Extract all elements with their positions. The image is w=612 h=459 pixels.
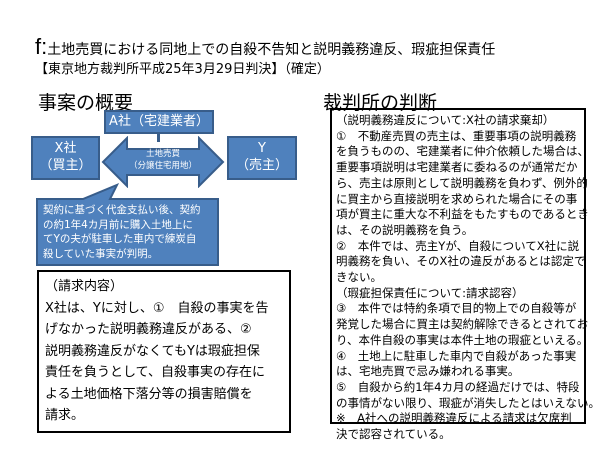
claim-line: 請求。	[45, 408, 85, 423]
judgment-line: は、その説明義務を負う。	[336, 222, 474, 237]
judgment-line: は、宅地売買で忌み嫌われる事実。	[336, 364, 520, 379]
y-party-box: Y （売主）	[227, 136, 297, 180]
claim-line: 説明義務違反がなくてもYは瑕疵担保	[45, 343, 260, 359]
callout-text: 契約に基づく代金支払い後、契約 の約1年4カ月前に購入土地上に てYの夫が駐車し…	[43, 203, 201, 261]
y-party-name: Y	[258, 141, 266, 156]
judgment-box: （説明義務違反について:X社の請求棄却） ① 不動産売買の売主は、重要事項の説明…	[330, 108, 601, 441]
judgment-line: （説明義務違反について:X社の請求棄却）	[336, 113, 555, 127]
x-company-box: X社 （買主）	[31, 136, 100, 180]
judgment-line: り、本件自殺の事実は本件土地の瑕疵といえる。	[336, 332, 589, 347]
callout-line: てYの夫が駐車した車内で練炭自	[43, 233, 197, 245]
a-company-box: A社（宅建業者）	[104, 110, 214, 134]
arrow-label-line: 土地売買	[145, 149, 180, 159]
x-company-name: X社	[54, 141, 77, 156]
judgment-line: ③ 本件では特約条項で目的物上での自殺等が	[336, 301, 577, 316]
judgment-line: ④ 土地上に駐車した車内で自殺があった事実	[336, 348, 577, 363]
subtitle: 【東京地方裁判所平成25年3月29日判決】（確定）	[35, 62, 330, 77]
judgment-line: 決で認容されている。	[336, 427, 451, 442]
callout-shape	[36, 183, 219, 266]
callout-line: 契約に基づく代金支払い後、契約	[43, 204, 201, 216]
callout-line: の約1年4カ月前に購入土地上に	[43, 218, 193, 231]
judgment-line: の事情がない限り、瑕疵が消失したとはいえない。	[336, 395, 601, 410]
judgment-line: 重要事項説明は宅建業者に委ねるのが通常だか	[336, 160, 578, 175]
judgment-line: ⑤ 自殺から約1年4カ月の経過だけでは、特段	[336, 379, 580, 394]
slide-title: f:土地売買における同地上での自殺不告知と説明義務違反、瑕疵担保責任	[35, 34, 495, 60]
judgment-line: 明義務を負い、そのX社の違反があるとは認定で	[336, 254, 586, 269]
x-company-role: （買主）	[39, 158, 92, 173]
arrow-label: 土地売買 （分譲住宅用地）	[110, 150, 216, 170]
judgment-line: 発覚した場合に買主は契約解除できるとされてお	[336, 317, 589, 332]
judgment-line: ① 不動産売買の売主は、重要事項の説明義務	[336, 128, 577, 143]
connector-line	[157, 132, 160, 142]
judgment-line: （瑕疵担保責任について:請求認容）	[336, 285, 524, 300]
title-text: 土地売買における同地上での自殺不告知と説明義務違反、瑕疵担保責任	[47, 42, 496, 58]
claim-box: （請求内容） X社は、Yに対し、① 自殺の事実を告 げなかった説明義務違反がある…	[37, 270, 291, 433]
judgment-line: きない。	[336, 270, 382, 285]
judgment-line: 項が買主に重大な不利益をもたすものであるとき	[336, 207, 589, 222]
title-prefix: f:	[35, 34, 48, 59]
judgment-line: ら、売主は原則として説明義務を負わず、例外的	[336, 175, 588, 190]
left-heading: 事案の概要	[38, 92, 134, 114]
judgment-line: ② 本件では、売主Yが、自殺についてX社に説	[336, 238, 580, 253]
claim-line: 責任を負うとして、自殺事実の存在に	[45, 365, 265, 380]
arrow-label-line: （分譲住宅用地）	[128, 160, 197, 171]
judgment-line: ※ A社への説明義務違反による請求は欠席判	[336, 411, 572, 426]
judgment-line: を負うものの、宅建業者に仲介依頼した場合は、	[336, 144, 589, 159]
claim-line: （請求内容）	[45, 279, 124, 294]
claim-line: X社は、Yに対し、① 自殺の事実を告	[45, 300, 269, 316]
judgment-line: に買主から直接説明を求められた場合にその事	[336, 191, 578, 206]
claim-line: よる土地価格下落分等の損害賠償を	[45, 386, 253, 402]
double-arrow-icon	[101, 136, 225, 188]
callout-line: 殺していた事実が判明。	[43, 247, 159, 260]
y-party-role: （売主）	[235, 158, 288, 173]
claim-line: げなかった説明義務違反がある、②	[45, 322, 252, 337]
